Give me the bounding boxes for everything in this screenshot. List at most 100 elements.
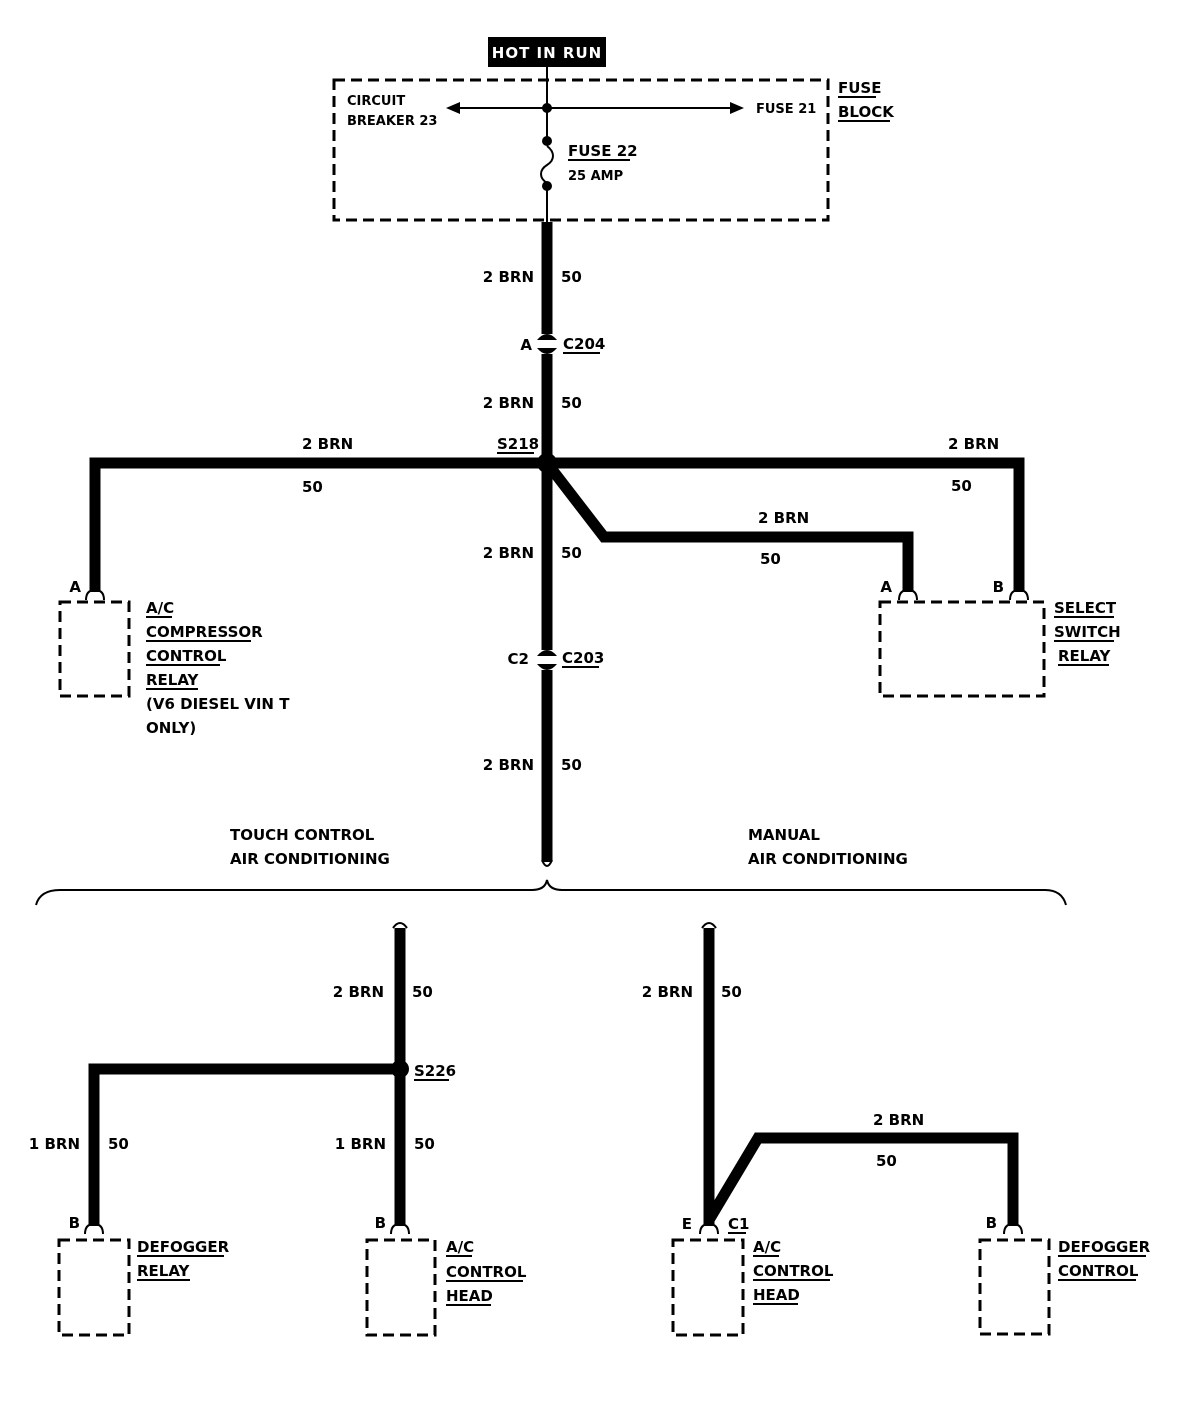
fuse22-terminal-bottom	[542, 181, 552, 191]
fuse22-rating: 25 AMP	[568, 169, 623, 184]
wire-s226-to-defogger-relay	[88, 1063, 400, 1226]
compressor-relay-note-1: (V6 DIESEL VIN T	[146, 695, 290, 713]
option-brace	[35, 879, 1067, 906]
touch-control-label-1: TOUCH CONTROL	[230, 826, 375, 844]
compressor-relay-box	[58, 600, 131, 698]
ac-head-touch-line-3: HEAD	[446, 1287, 493, 1305]
wire1-gauge: 2 BRN	[483, 268, 534, 286]
select-relay-pin-b: B	[993, 578, 1004, 596]
defogger-control-line-2: CONTROL	[1058, 1262, 1139, 1280]
wire-right-circuit: 50	[951, 477, 972, 495]
compressor-relay-line-3: CONTROL	[146, 647, 227, 665]
ac-head-touch-pin: B	[375, 1214, 386, 1232]
compressor-relay-pin: A	[69, 578, 81, 596]
wire-s218-to-select-relay-a	[542, 459, 914, 592]
wire-touch-gauge: 2 BRN	[333, 983, 384, 1001]
ac-head-touch-terminal-icon	[390, 1222, 410, 1235]
circuit-breaker-label-2: BREAKER 23	[347, 114, 437, 129]
wire-s218-to-select-relay-b	[547, 457, 1025, 592]
wire-manual-circuit: 50	[721, 983, 742, 1001]
c203-pin: C2	[508, 650, 529, 668]
wire-defog-ctrl-circuit: 50	[876, 1152, 897, 1170]
select-relay-pin-a: A	[880, 578, 892, 596]
compressor-relay-line-2: COMPRESSOR	[146, 623, 263, 641]
fuse-block-label-1: FUSE	[838, 79, 881, 97]
touch-control-label-2: AIR CONDITIONING	[230, 850, 390, 868]
fuse-block-box	[332, 78, 830, 222]
defogger-relay-line-1: DEFOGGER	[137, 1238, 230, 1256]
arrow-left-icon	[446, 102, 460, 114]
wire-touch-circuit: 50	[412, 983, 433, 1001]
ac-head-manual-pin: E	[682, 1215, 692, 1233]
wire-manual-gauge: 2 BRN	[642, 983, 693, 1001]
ac-head-touch-line-1: A/C	[446, 1238, 474, 1256]
select-relay-terminal-a-icon	[898, 588, 918, 601]
c203-label: C203	[562, 649, 604, 667]
defogger-control-box	[978, 1238, 1051, 1336]
hot-in-run-box	[488, 37, 606, 67]
ac-head-manual-terminal-icon	[699, 1222, 719, 1235]
ac-head-manual-box	[671, 1238, 745, 1337]
defogger-control-pin: B	[986, 1214, 997, 1232]
bus-junction	[542, 103, 552, 113]
defogger-relay-terminal-icon	[84, 1222, 104, 1235]
wire-low-circuit: 50	[561, 756, 582, 774]
fuse22-icon	[540, 145, 554, 184]
c203-connector-icon	[537, 650, 557, 670]
fuse22-label: FUSE 22	[568, 142, 638, 160]
defogger-control-line-1: DEFOGGER	[1058, 1238, 1151, 1256]
wire-defog-relay-gauge: 1 BRN	[29, 1135, 80, 1153]
wire1-circuit: 50	[561, 268, 582, 286]
wire-low-gauge: 2 BRN	[483, 756, 534, 774]
wire-right-gauge: 2 BRN	[948, 435, 999, 453]
fuse21-label: FUSE 21	[756, 102, 816, 117]
wire-left-circuit: 50	[302, 478, 323, 496]
defogger-control-terminal-icon	[1003, 1222, 1023, 1235]
wire2-circuit: 50	[561, 394, 582, 412]
wire-ac-head-to-defogger-control	[704, 1132, 1019, 1226]
ac-head-manual-line-3: HEAD	[753, 1286, 800, 1304]
s226-label: S226	[414, 1062, 456, 1080]
compressor-relay-line-4: RELAY	[146, 671, 200, 689]
s218-label: S218	[497, 435, 539, 453]
defogger-relay-box	[57, 1238, 131, 1337]
fuse-block-label-2: BLOCK	[838, 103, 895, 121]
split-tail-icon	[541, 859, 553, 867]
wire-center-circuit: 50	[561, 544, 582, 562]
touch-wire-break-icon	[392, 922, 408, 929]
select-relay-box	[878, 600, 1046, 698]
manual-ac-label-1: MANUAL	[748, 826, 820, 844]
compressor-relay-note-2: ONLY)	[146, 719, 196, 737]
wire2-gauge: 2 BRN	[483, 394, 534, 412]
select-relay-terminal-b-icon	[1009, 588, 1029, 601]
wire-defog-ctrl-gauge: 2 BRN	[873, 1111, 924, 1129]
select-relay-line-2: SWITCH	[1054, 623, 1121, 641]
arrow-right-icon	[730, 102, 744, 114]
fuse22-terminal-top	[542, 136, 552, 146]
compressor-relay-line-1: A/C	[146, 599, 174, 617]
ac-head-manual-line-1: A/C	[753, 1238, 781, 1256]
wire-midright-circuit: 50	[760, 550, 781, 568]
ac-head-manual-line-2: CONTROL	[753, 1262, 834, 1280]
wire-center-gauge: 2 BRN	[483, 544, 534, 562]
wire-ac-head-touch-circuit: 50	[414, 1135, 435, 1153]
c204-label: C204	[563, 335, 605, 353]
defogger-relay-pin: B	[69, 1214, 80, 1232]
select-relay-line-1: SELECT	[1054, 599, 1117, 617]
ac-head-manual-connector: C1	[728, 1215, 749, 1233]
select-relay-line-3: RELAY	[1058, 647, 1112, 665]
compressor-relay-terminal-icon	[85, 588, 105, 601]
manual-wire-break-icon	[701, 922, 717, 929]
circuit-breaker-label-1: CIRCUIT	[347, 94, 405, 109]
wire-defog-relay-circuit: 50	[108, 1135, 129, 1153]
wire-ac-head-touch-gauge: 1 BRN	[335, 1135, 386, 1153]
manual-ac-label-2: AIR CONDITIONING	[748, 850, 908, 868]
c204-connector-icon	[537, 334, 557, 354]
ac-head-touch-box	[365, 1238, 437, 1337]
wire-s218-to-compressor-relay	[89, 457, 547, 592]
wire-left-gauge: 2 BRN	[302, 435, 353, 453]
defogger-relay-line-2: RELAY	[137, 1262, 191, 1280]
ac-head-touch-line-2: CONTROL	[446, 1263, 527, 1281]
c204-pin: A	[520, 336, 532, 354]
